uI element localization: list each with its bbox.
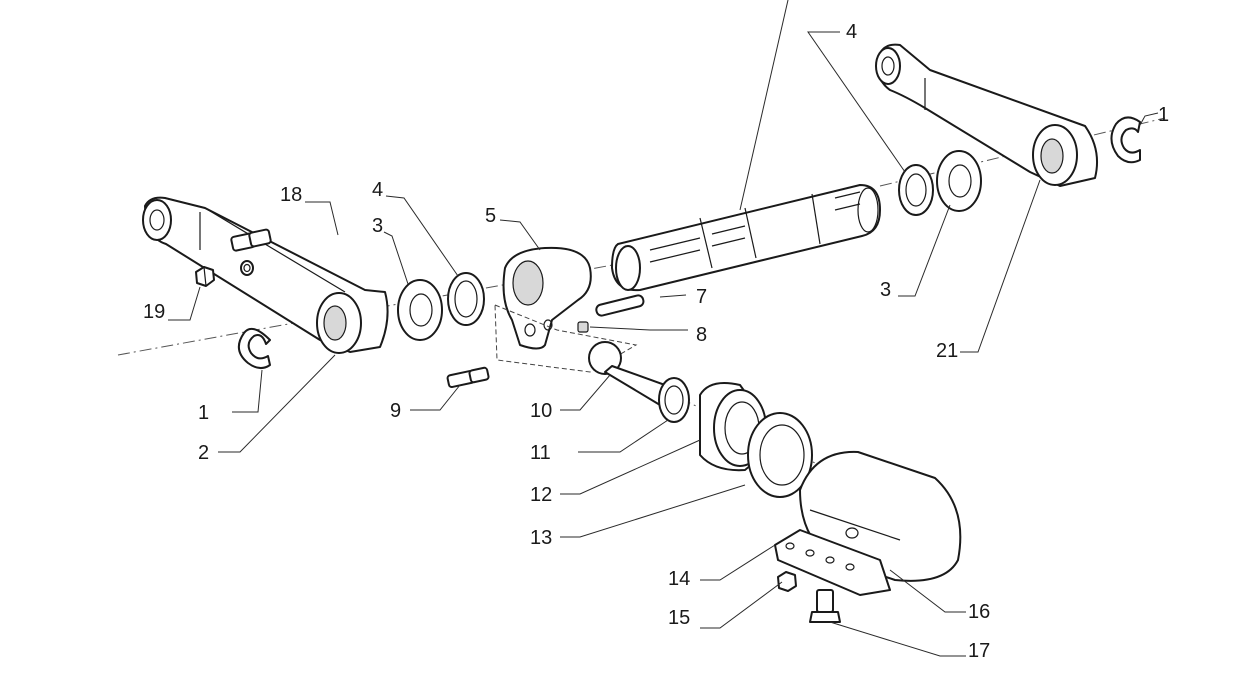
callout-4-right: 4 xyxy=(846,21,857,43)
leader-4-right xyxy=(807,31,906,173)
leader-3-left xyxy=(383,231,409,285)
leader-14 xyxy=(700,544,776,581)
snap-ring-left xyxy=(237,327,271,369)
leader-16 xyxy=(889,569,966,613)
leader-10 xyxy=(560,374,611,411)
callout-7: 7 xyxy=(696,286,707,308)
leader-12 xyxy=(560,439,701,495)
leader-4-left xyxy=(385,195,459,277)
washer-part-3-right xyxy=(936,150,982,212)
seal-part-11 xyxy=(658,377,690,423)
leader-3-right xyxy=(898,204,951,297)
leader-1-left xyxy=(232,369,263,413)
pin-part-9 xyxy=(446,366,490,389)
left-lift-arm xyxy=(142,196,389,354)
callout-15: 15 xyxy=(668,607,690,629)
leader-top-shaft xyxy=(739,0,789,211)
splined-shaft xyxy=(611,184,881,292)
leader-15 xyxy=(700,581,783,629)
callout-4-left: 4 xyxy=(372,179,383,201)
callout-1-left: 1 xyxy=(198,402,209,424)
nut-part-19 xyxy=(195,266,215,287)
right-lift-arm xyxy=(875,43,1098,187)
callout-3-right: 3 xyxy=(880,279,891,301)
callout-3-left: 3 xyxy=(372,215,383,237)
cylinder-body-part-16 xyxy=(774,450,962,596)
callout-13: 13 xyxy=(530,527,552,549)
leader-2 xyxy=(218,354,336,453)
piston-rod-part-10 xyxy=(588,341,666,406)
callout-16: 16 xyxy=(968,601,990,623)
leader-19 xyxy=(168,286,201,321)
bolt-part-17 xyxy=(809,589,841,623)
grub-screw-part-8 xyxy=(577,321,589,333)
ring-part-13 xyxy=(747,412,813,498)
leader-17 xyxy=(829,621,966,657)
roll-pin-part-7 xyxy=(595,294,645,317)
callout-18: 18 xyxy=(280,184,302,206)
nut-part-15 xyxy=(777,571,797,592)
leader-5 xyxy=(499,219,541,251)
pin-part-18 xyxy=(230,228,272,252)
leader-1-right xyxy=(1139,112,1159,126)
callout-9: 9 xyxy=(390,400,401,422)
callout-5: 5 xyxy=(485,205,496,227)
washer-part-3-left xyxy=(397,279,443,341)
callout-11: 11 xyxy=(530,442,551,464)
callout-14: 14 xyxy=(668,568,690,590)
callout-1-right: 1 xyxy=(1158,104,1169,126)
leader-9 xyxy=(410,384,461,411)
callout-10: 10 xyxy=(530,400,552,422)
leader-21 xyxy=(960,179,1041,353)
snap-ring-right xyxy=(1110,116,1141,164)
washer-part-4-right xyxy=(898,164,934,216)
leader-11 xyxy=(578,419,669,453)
leader-18 xyxy=(305,201,339,236)
leader-7 xyxy=(659,294,687,298)
callout-2: 2 xyxy=(198,442,209,464)
leader-8 xyxy=(589,326,688,331)
callout-19: 19 xyxy=(143,301,165,323)
washer-part-4-left xyxy=(447,272,485,326)
lever-part-5 xyxy=(502,246,592,350)
callout-8: 8 xyxy=(696,324,707,346)
callout-21: 21 xyxy=(936,340,958,362)
leader-13 xyxy=(560,484,746,538)
callout-12: 12 xyxy=(530,484,552,506)
callout-17: 17 xyxy=(968,640,990,662)
